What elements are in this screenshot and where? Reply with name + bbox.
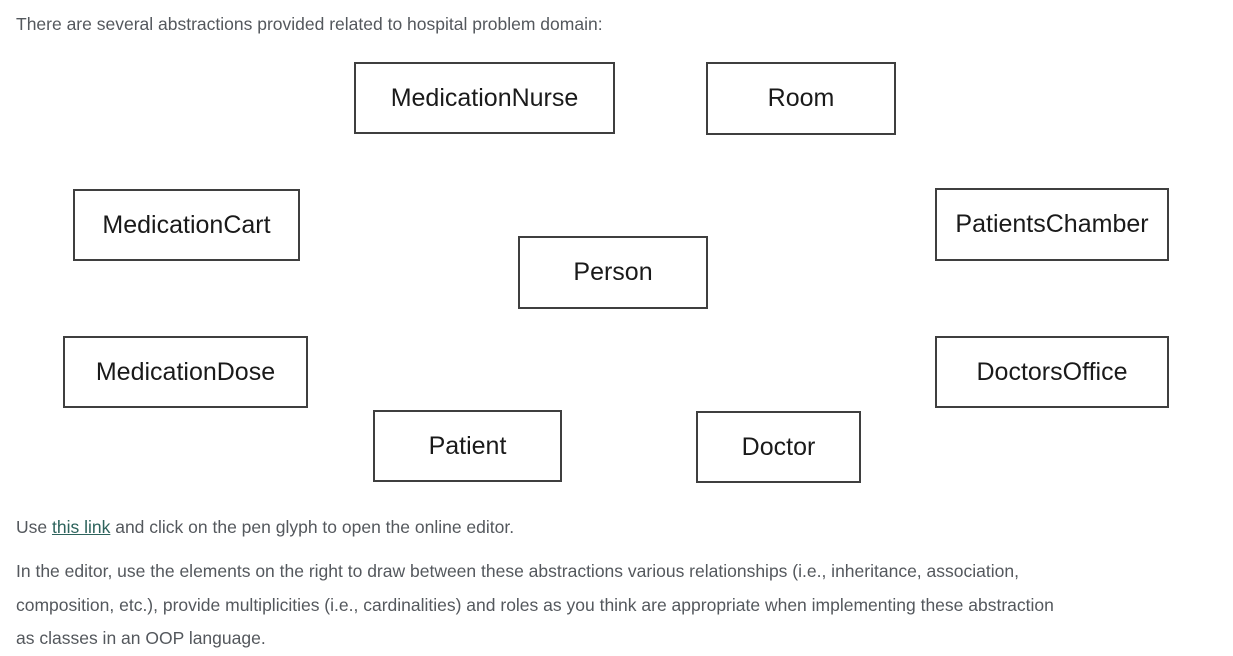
class-box-label: Room bbox=[767, 84, 835, 112]
class-box-label: MedicationCart bbox=[102, 210, 271, 239]
class-box-medicationdose: MedicationDose bbox=[63, 336, 308, 408]
class-box-medicationcart: MedicationCart bbox=[73, 189, 300, 261]
intro-text: There are several abstractions provided … bbox=[16, 14, 603, 34]
class-box-label: Doctor bbox=[741, 432, 816, 461]
class-box-doctor: Doctor bbox=[696, 411, 861, 483]
task-paragraph-line: In the editor, use the elements on the r… bbox=[16, 561, 1019, 581]
class-box-medicationnurse: MedicationNurse bbox=[354, 62, 615, 134]
class-box-doctorsoffice: DoctorsOffice bbox=[935, 336, 1169, 408]
abstractions-diagram: MedicationNurse Room MedicationCart Pati… bbox=[63, 62, 1169, 483]
editor-instruction-line: Use this link and click on the pen glyph… bbox=[16, 514, 514, 540]
editor-link[interactable]: this link bbox=[51, 517, 111, 537]
class-box-patientschamber: PatientsChamber bbox=[935, 188, 1169, 261]
class-box-patient: Patient bbox=[373, 410, 562, 482]
task-paragraph-line: composition, etc.), provide multipliciti… bbox=[16, 594, 1054, 615]
class-box-label: PatientsChamber bbox=[955, 210, 1149, 238]
editor-instruction-prefix: Use bbox=[16, 517, 52, 537]
class-box-label: Patient bbox=[428, 431, 507, 460]
class-box-label: Person bbox=[573, 258, 653, 286]
editor-instruction-suffix: and click on the pen glyph to open the o… bbox=[110, 517, 515, 537]
class-box-person: Person bbox=[518, 236, 708, 309]
class-box-room: Room bbox=[706, 62, 896, 135]
class-box-label: DoctorsOffice bbox=[976, 357, 1128, 386]
class-box-label: MedicationDose bbox=[95, 357, 276, 386]
task-paragraph: In the editor, use the elements on the r… bbox=[16, 555, 1054, 656]
class-box-label: MedicationNurse bbox=[390, 83, 579, 112]
task-paragraph-line: as classes in an OOP language. bbox=[16, 628, 266, 648]
